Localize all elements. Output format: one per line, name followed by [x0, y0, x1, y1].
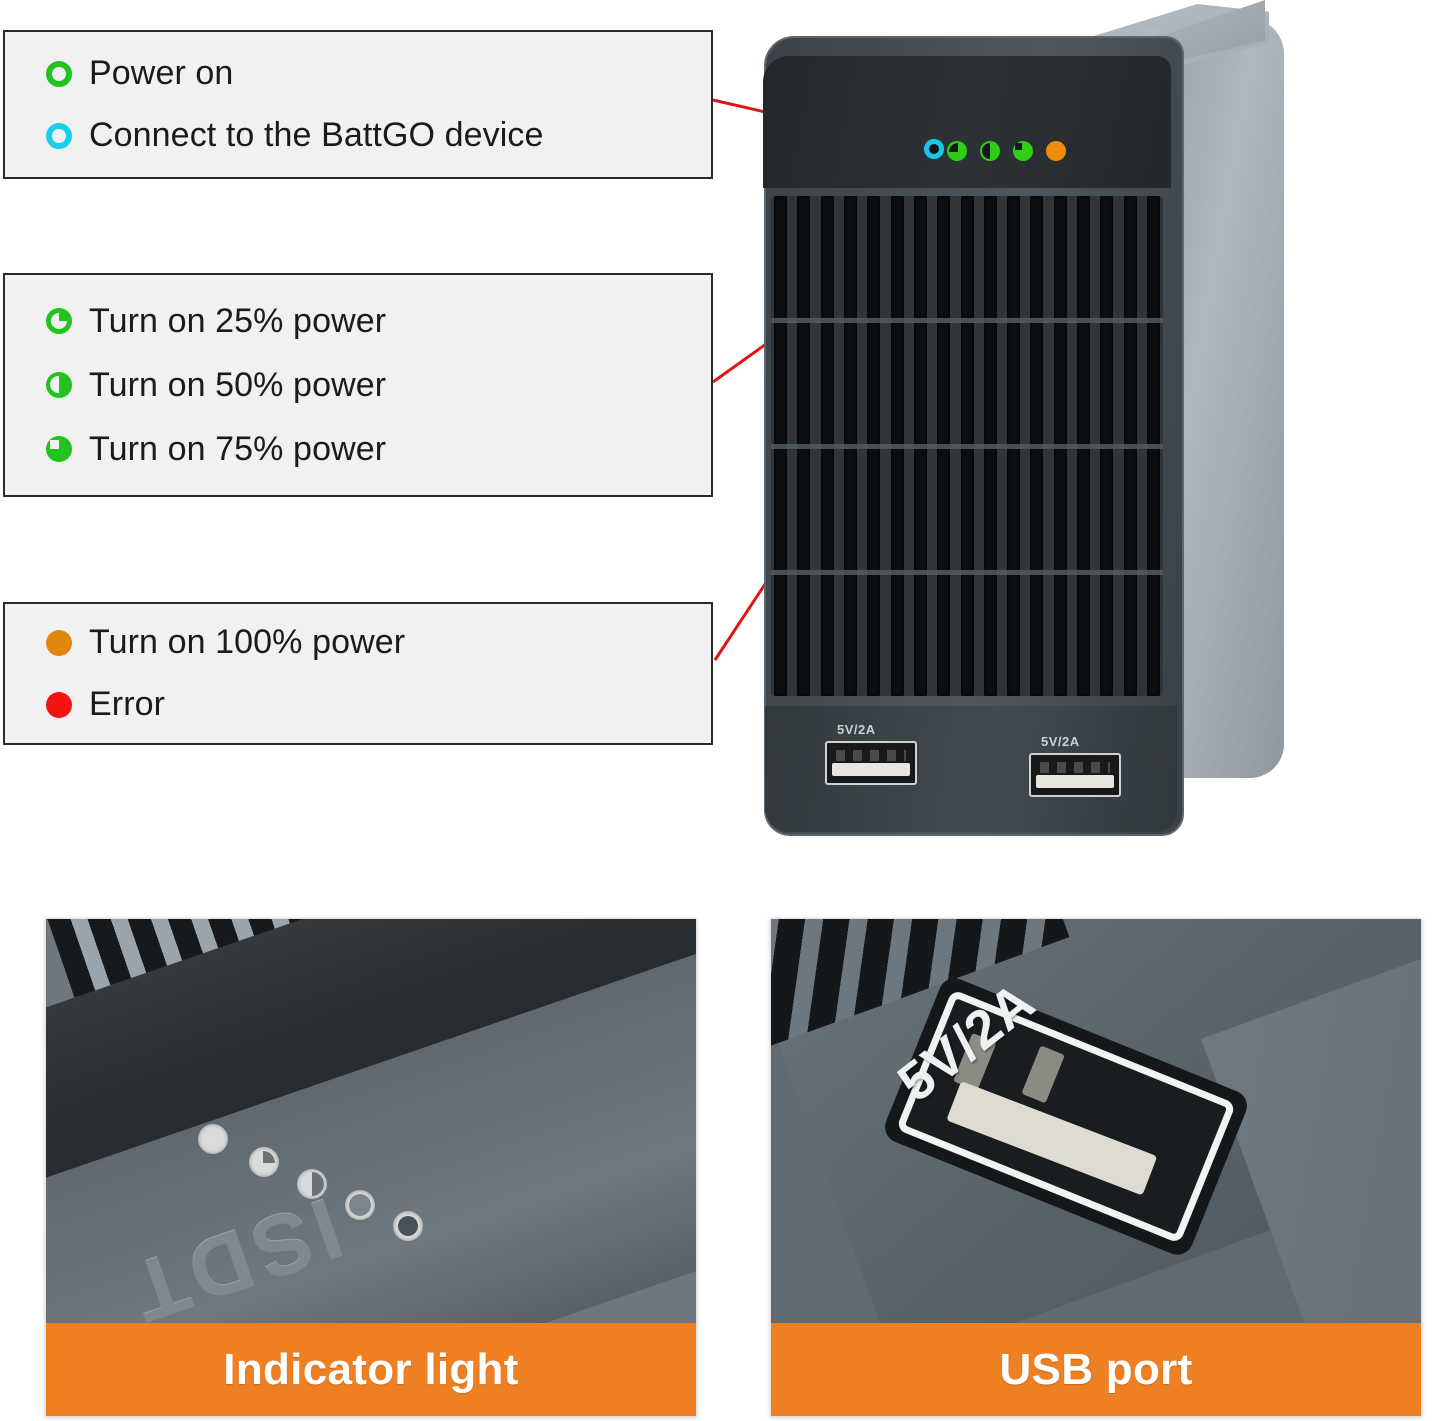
green-three-quarter-pie-led-icon	[46, 436, 72, 462]
callout-item-label: Error	[89, 685, 166, 723]
callout-row: Turn on 100% power	[5, 612, 711, 674]
inset-indicator-light-caption: Indicator light	[46, 1323, 696, 1416]
device-usb-port-2: 5V/2A	[1029, 734, 1121, 797]
inset-indicator-light-photo: ISDT	[46, 919, 696, 1323]
device-connect-led	[924, 139, 944, 159]
usb-port-2-label: 5V/2A	[1041, 734, 1080, 749]
inset-usb-port-caption: USB port	[771, 1323, 1421, 1416]
inset-led-3-icon	[297, 1169, 327, 1199]
callout-row: Power on	[5, 43, 711, 105]
green-half-pie-led-icon	[46, 372, 72, 398]
callout-item-label: Turn on 50% power	[89, 365, 387, 404]
device-ventilation-grille	[771, 196, 1163, 696]
callout-item-label: Turn on 25% power	[89, 301, 387, 340]
callout-row: Connect to the BattGO device	[5, 105, 711, 167]
inset-usb-port-photo: 5V/2A	[771, 919, 1421, 1323]
usb-tongue-icon	[832, 763, 910, 776]
callout-row: Turn on 50% power	[5, 353, 711, 417]
callout-row: Turn on 25% power	[5, 289, 711, 353]
usb-pins-icon	[1040, 762, 1110, 773]
green-ring-led-icon	[46, 60, 72, 87]
device-power-75-led	[1013, 141, 1033, 161]
green-quarter-pie-led-icon	[46, 308, 72, 334]
device-led-panel	[763, 56, 1171, 188]
callout-row: Error	[5, 674, 711, 736]
usb-port-1-label: 5V/2A	[837, 722, 876, 737]
callout-power-level: Turn on 25% power Turn on 50% power Turn…	[3, 273, 713, 497]
callout-row: Turn on 75% power	[5, 417, 711, 481]
inset-usb-port: 5V/2A USB port	[770, 918, 1422, 1417]
red-solid-led-icon	[46, 691, 72, 718]
device-usb-port-1: 5V/2A	[825, 722, 917, 785]
caption-text: Indicator light	[223, 1344, 519, 1394]
inset-indicator-light: ISDT Indicator light	[45, 918, 697, 1417]
callout-full-power-and-error: Turn on 100% power Error	[3, 602, 713, 745]
cyan-ring-led-icon	[46, 122, 72, 149]
inset-led-5-icon	[393, 1211, 423, 1241]
inset-led-1-icon	[198, 1124, 228, 1154]
callout-item-label: Turn on 100% power	[89, 623, 406, 661]
caption-text: USB port	[999, 1344, 1193, 1394]
device-power-50-led	[980, 141, 1000, 161]
inset-led-2-icon	[249, 1147, 279, 1177]
usb-tongue-icon	[1036, 775, 1114, 788]
usb-port-1-socket	[825, 741, 917, 785]
device-illustration: ISDT 5V/2A	[757, 0, 1284, 860]
callout-item-label: Power on	[89, 54, 234, 92]
callout-connection-status: Power on Connect to the BattGO device	[3, 30, 713, 179]
callout-item-label: Turn on 75% power	[89, 429, 387, 468]
device-power-25-led	[947, 141, 967, 161]
usb-pins-icon	[836, 750, 906, 761]
usb-port-2-socket	[1029, 753, 1121, 797]
callout-item-label: Connect to the BattGO device	[89, 116, 544, 154]
orange-solid-led-icon	[46, 629, 72, 656]
inset-led-4-icon	[345, 1190, 375, 1220]
device-side-panel	[1172, 18, 1284, 778]
device-power-100-led	[1046, 141, 1066, 161]
